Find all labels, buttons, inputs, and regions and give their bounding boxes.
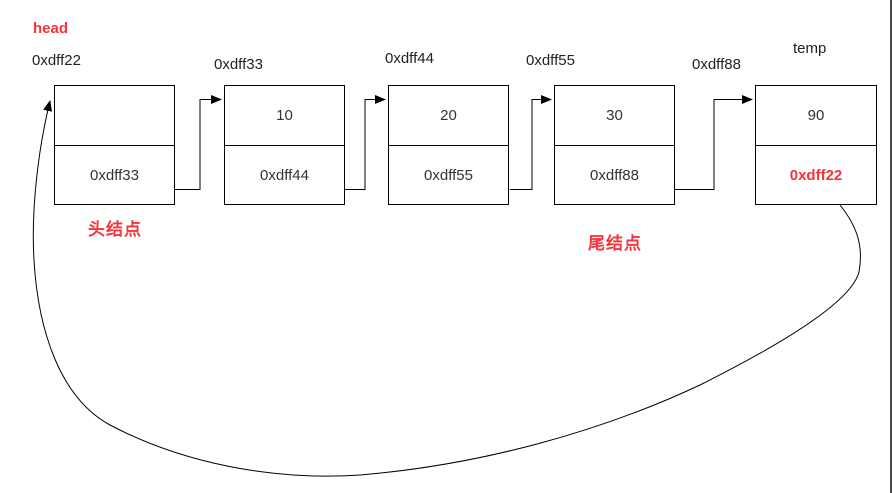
node-address-label-0: 0xdff22 xyxy=(32,52,81,69)
head-pointer-label: head xyxy=(33,20,69,37)
node-3-data-cell: 30 xyxy=(555,86,674,146)
temp-pointer-label: temp xyxy=(793,40,827,57)
node-1-next-cell: 0xdff44 xyxy=(260,166,309,184)
node-1-data-cell: 10 xyxy=(225,86,344,146)
next-pointer-arrow-3 xyxy=(510,95,552,190)
next-pointer-arrow-4 xyxy=(675,95,753,190)
node-4: 90 0xdff22 xyxy=(755,85,877,205)
node-address-label-4: 0xdff88 xyxy=(692,56,741,73)
node-2-data-cell: 20 xyxy=(389,86,508,146)
next-pointer-arrow-1 xyxy=(174,95,222,190)
canvas-right-border xyxy=(890,0,892,493)
node-1: 10 0xdff44 xyxy=(224,85,345,205)
tail-node-caption: 尾结点 xyxy=(588,234,642,253)
node-4-next-cell: 0xdff22 xyxy=(789,166,843,184)
next-pointer-arrow-2 xyxy=(345,95,386,190)
loopback-arrow xyxy=(32,100,861,477)
node-2: 20 0xdff55 xyxy=(388,85,509,205)
node-3-next-cell: 0xdff88 xyxy=(590,166,639,184)
node-head-data-cell xyxy=(55,86,174,146)
head-node-caption: 头结点 xyxy=(88,220,142,239)
node-4-data-cell: 90 xyxy=(756,86,876,146)
node-address-label-3: 0xdff55 xyxy=(526,52,575,69)
node-head: 0xdff33 xyxy=(54,85,175,205)
node-2-next-cell: 0xdff55 xyxy=(424,166,473,184)
node-address-label-1: 0xdff33 xyxy=(214,56,263,73)
node-address-label-2: 0xdff44 xyxy=(385,50,434,67)
node-3: 30 0xdff88 xyxy=(554,85,675,205)
node-head-next-cell: 0xdff33 xyxy=(90,166,139,184)
